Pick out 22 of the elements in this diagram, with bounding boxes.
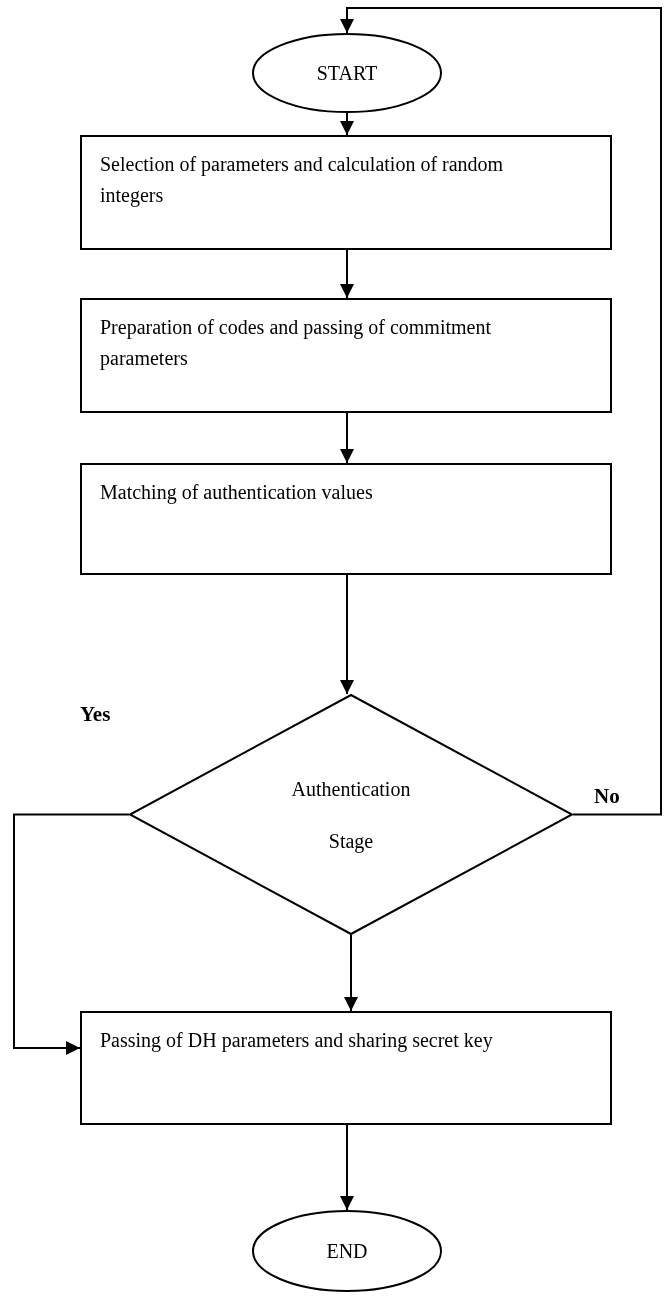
- process-text: Passing of DH parameters and sharing secret key: [100, 1028, 494, 1054]
- process-box: [80, 1011, 612, 1125]
- terminal-ellipse: [252, 33, 442, 113]
- process-box: [80, 463, 612, 575]
- arrow: [340, 7, 662, 816]
- arrow: [344, 934, 358, 1012]
- process-text: Preparation of codes and passing of commitment parameters: [100, 315, 492, 372]
- terminal-ellipse: [252, 1210, 442, 1292]
- decision-diamond: [129, 694, 573, 935]
- process-box: [80, 135, 612, 250]
- arrow: [340, 1124, 354, 1211]
- terminal-text: START: [316, 60, 378, 86]
- arrow: [340, 112, 354, 136]
- arrow: [13, 813, 130, 1055]
- terminal-text: END: [326, 1238, 368, 1264]
- arrow: [340, 412, 354, 464]
- arrow: [340, 574, 354, 695]
- process-text: Matching of authentication values: [100, 480, 374, 506]
- decision-text: Authentication Stage: [290, 776, 412, 855]
- arrow: [340, 249, 354, 299]
- process-box: [80, 298, 612, 413]
- process-text: Selection of parameters and calculation of random integers: [100, 152, 505, 209]
